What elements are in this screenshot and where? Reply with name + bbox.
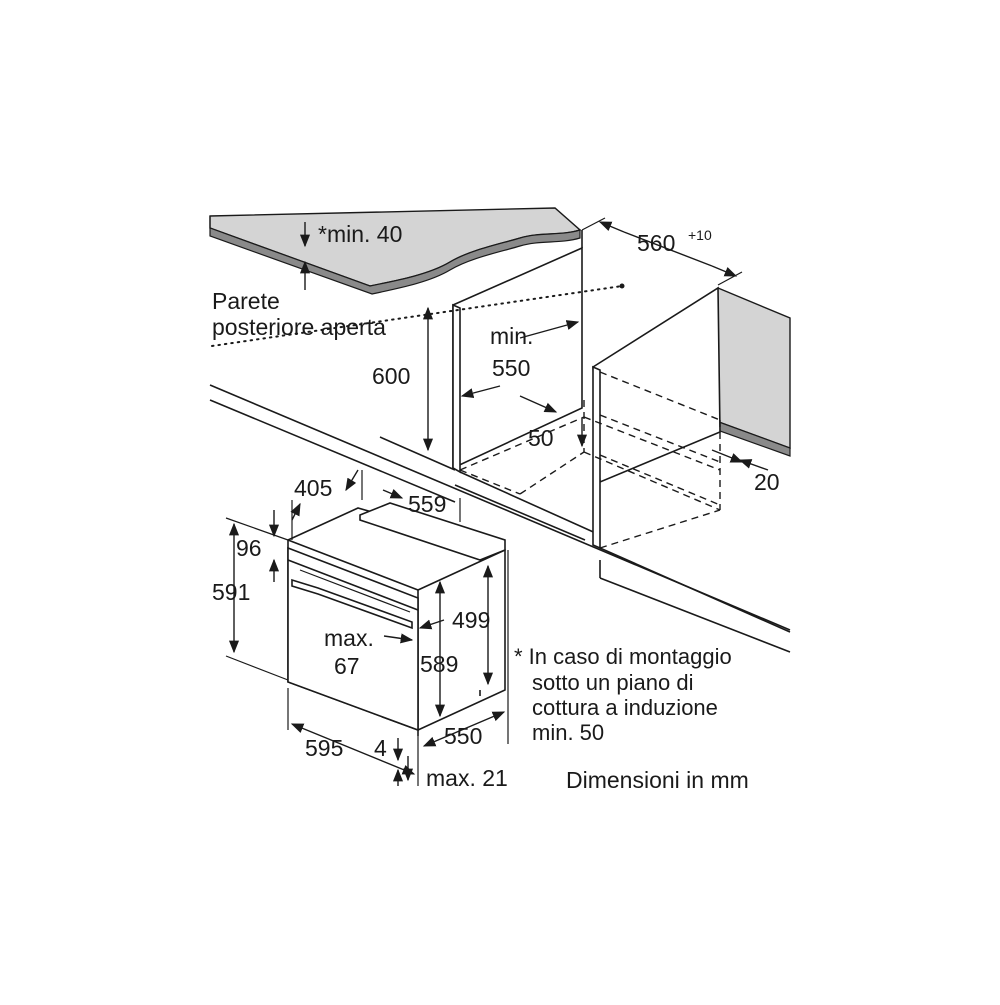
left-cabinet-panel [452,230,601,541]
footnote-line3: cottura a induzione [532,695,718,720]
label-niche-min: min. [490,323,533,349]
label-countertop-min: *min. 40 [318,221,402,247]
label-dim-405: 405 [294,475,332,501]
label-niche-height: 600 [372,363,410,389]
label-dim-96: 96 [236,535,262,561]
niche-outline [459,371,721,549]
label-niche-min-value: 550 [492,355,530,381]
label-max-67: 67 [334,653,360,679]
oven [287,502,506,736]
countertop-left [209,207,582,295]
footnote: * In caso di montaggio sotto un piano di… [514,644,732,745]
label-dim-499: 499 [452,607,490,633]
label-gap-50: 50 [528,425,554,451]
label-niche-width: 560 [637,230,675,256]
label-rear-wall-line2: posteriore aperta [212,314,386,340]
label-rear-wall-line1: Parete [212,288,280,314]
rear-wall-dotted-line [211,285,623,347]
label-dim-589: 589 [420,651,458,677]
dimension-lines [225,217,769,786]
label-dim-550: 550 [444,723,482,749]
label-dim-595: 595 [305,735,343,761]
label-dim-591: 591 [212,579,250,605]
label-gap-20: 20 [754,469,780,495]
footnote-line2: sotto un piano di [532,670,693,695]
label-dim-559: 559 [408,491,446,517]
dimension-labels: *min. 40 Parete posteriore aperta 560 +1… [212,221,780,791]
label-max: max. [324,625,374,651]
footnote-line4: min. 50 [532,720,604,745]
label-dim-4: 4 [374,735,387,761]
units-label: Dimensioni in mm [566,767,749,793]
label-max-21: max. 21 [426,765,508,791]
footnote-line1: * In caso di montaggio [514,644,732,669]
label-niche-width-tol: +10 [688,227,712,243]
